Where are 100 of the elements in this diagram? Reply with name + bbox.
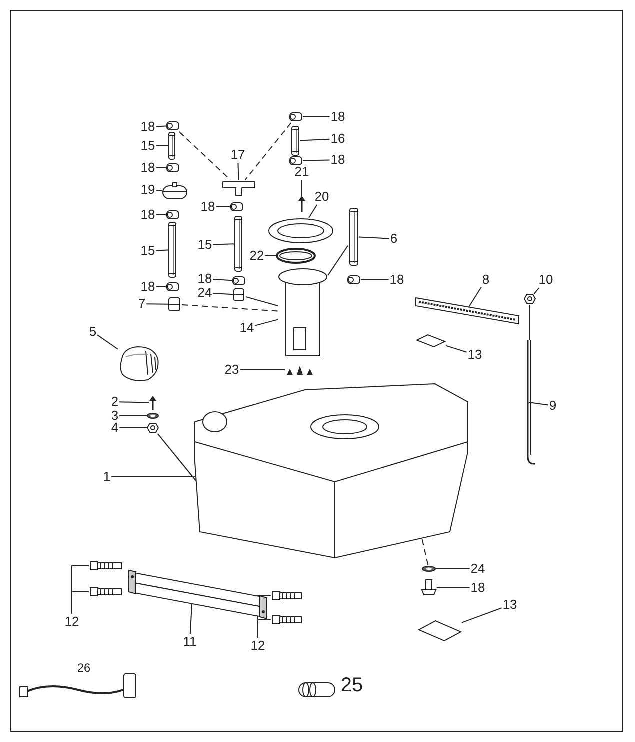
leader-line (156, 126, 166, 128)
fuel-line (422, 538, 429, 566)
callout-number: 3 (111, 409, 119, 423)
callout-number: 4 (111, 421, 119, 435)
leader-line (212, 293, 234, 296)
leader-line (156, 250, 168, 252)
callout-number: 18 (330, 153, 346, 167)
hose-drawing (349, 208, 359, 266)
callout-number: 20 (314, 190, 330, 204)
callout-number: 24 (470, 562, 486, 576)
callout-number: 23 (224, 363, 240, 377)
callout-number: 22 (250, 249, 264, 263)
callout-number: 16 (330, 132, 346, 146)
leader-line (216, 206, 230, 208)
leader-line (534, 288, 540, 294)
callout-number: 12 (250, 639, 266, 653)
leader-line (436, 568, 470, 570)
callout-number: 25 (340, 674, 364, 698)
leader-line (212, 279, 232, 282)
callout-number: 18 (470, 581, 486, 595)
leader-line (446, 345, 468, 353)
hose-clamp-drawing (230, 202, 244, 212)
fuel-pump-drawing (278, 268, 328, 358)
callout-number: 18 (140, 120, 156, 134)
callout-number: 12 (64, 615, 80, 629)
fitting-drawing (233, 288, 245, 302)
fuel-line (182, 304, 278, 312)
callout-number: 6 (390, 232, 398, 246)
callout-number: 15 (198, 238, 212, 252)
leader-line (119, 402, 150, 404)
leader-line (358, 236, 390, 240)
callout-number: 9 (549, 399, 557, 413)
callout-number: 13 (502, 598, 518, 612)
hose-clamp-drawing (166, 210, 180, 220)
callout-number: 18 (200, 200, 216, 214)
callout-number: 26 (77, 661, 91, 675)
leader-line (156, 214, 166, 216)
hose-drawing (168, 222, 177, 278)
callout-number: 15 (140, 244, 156, 258)
fuel-line (244, 122, 292, 180)
rubber-pad-drawing (418, 620, 462, 642)
fuel-filter-drawing (162, 183, 188, 201)
hose-drawing (168, 132, 176, 160)
callout-number: 10 (538, 273, 554, 287)
leader-line (467, 286, 482, 310)
fitting-drawing (168, 297, 181, 312)
callout-number: 18 (198, 272, 212, 286)
fuel-line (157, 434, 198, 482)
hose-clamp-drawing (232, 276, 246, 286)
callout-number: 13 (468, 348, 482, 362)
hose-clamp-drawing (289, 112, 303, 122)
bolt-drawing (90, 586, 122, 598)
hose-drawing (291, 126, 300, 156)
hose-clamp-drawing (289, 156, 303, 166)
leader-line (528, 402, 549, 406)
leader-line (156, 286, 166, 288)
mounting-strip-drawing (415, 296, 520, 326)
leader-line (212, 244, 234, 246)
callout-number: 5 (89, 325, 97, 339)
callout-number: 14 (240, 321, 254, 335)
flange-plate-drawing (268, 218, 334, 244)
fuel-line (178, 132, 231, 180)
callout-number: 17 (230, 148, 246, 162)
leader-line (302, 116, 330, 118)
leader-line (97, 334, 118, 350)
leader-line (190, 604, 192, 634)
hose-clamp-drawing (166, 163, 180, 173)
bolt-drawing (272, 614, 302, 626)
fuel-line (246, 296, 278, 306)
leader-line (462, 608, 502, 624)
callout-number: 18 (140, 208, 156, 222)
callout-number: 19 (140, 183, 156, 197)
hose-drawing (234, 216, 243, 272)
leader-line (254, 319, 278, 326)
fuel-line (328, 245, 348, 276)
nuts-drawing (285, 364, 315, 376)
hose-clamp-drawing (166, 282, 180, 292)
leader-line (238, 162, 240, 180)
leader-line (308, 204, 318, 218)
callout-number: 2 (111, 395, 119, 409)
leader-line (300, 138, 330, 142)
callout-number: 18 (140, 161, 156, 175)
leader-line (302, 160, 330, 162)
screw-drawing (149, 396, 157, 410)
support-bar-drawing (128, 570, 268, 620)
callout-number: 11 (183, 635, 197, 649)
callout-number: 1 (103, 470, 111, 484)
leader-line (146, 304, 168, 305)
hose-clamp-drawing (347, 275, 361, 285)
callout-number: 18 (330, 110, 346, 124)
washer-drawing (147, 413, 159, 419)
callout-number: 18 (390, 273, 404, 287)
callout-number: 21 (294, 165, 310, 179)
callout-number: 15 (140, 139, 156, 153)
callout-number: 24 (198, 286, 212, 300)
bolt-drawing (421, 580, 437, 596)
hose-clamp-drawing (166, 121, 180, 131)
rubber-pad-drawing (416, 334, 446, 348)
leader-line (72, 592, 90, 614)
tee-connector-drawing (222, 180, 256, 196)
